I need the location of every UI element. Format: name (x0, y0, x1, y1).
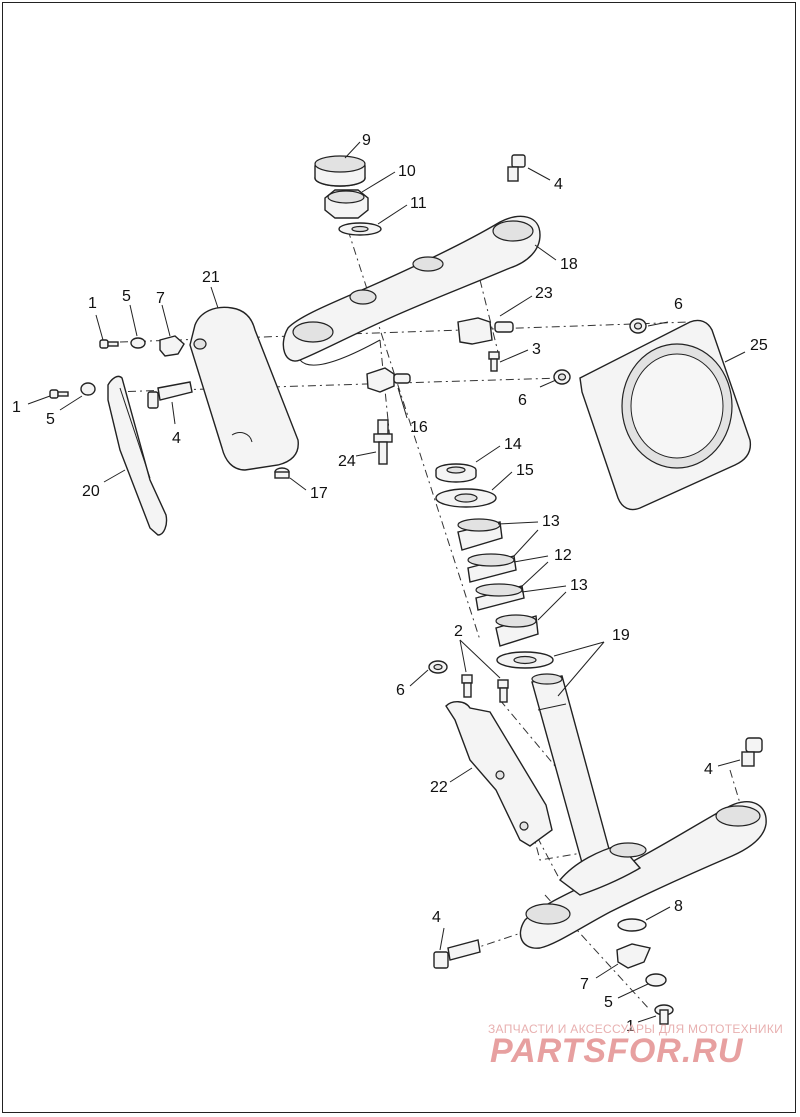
callout-7-upper: 7 (156, 290, 165, 307)
bracket-screw-a (461, 674, 473, 698)
callout-17: 17 (310, 485, 328, 502)
hose-clip (366, 367, 411, 393)
bearing-dust-shield (435, 463, 477, 483)
rubber-grommet (274, 467, 290, 479)
clamp-bolt-upper (507, 154, 526, 182)
lower-bracket (445, 701, 553, 847)
callout-10: 10 (398, 163, 416, 180)
cable-bracket (457, 317, 514, 345)
lower-race (475, 583, 525, 611)
leader-lines (27, 141, 746, 1023)
callout-19: 19 (612, 627, 630, 644)
callout-6-right: 6 (674, 296, 683, 313)
callout-13-lower: 13 (570, 577, 588, 594)
headlamp-nacelle (579, 319, 752, 511)
callout-1-left: 1 (12, 399, 21, 416)
screw-left-lower (49, 389, 69, 399)
washer-left-lower (80, 382, 96, 396)
upper-bearing (457, 518, 503, 551)
bracket-screw-b (497, 679, 509, 703)
spring-clip-left (159, 335, 185, 357)
lower-bearing (495, 614, 539, 647)
stem-washer-hole (351, 225, 369, 233)
callout-15: 15 (516, 462, 534, 479)
spring-clip-lower (616, 943, 651, 969)
watermark-logo: PARTSFOR.RU (490, 1032, 744, 1070)
small-screw (488, 351, 500, 372)
callout-16: 16 (410, 419, 428, 436)
callout-5-left: 5 (46, 411, 55, 428)
callout-4-top: 4 (554, 176, 563, 193)
callout-13-upper: 13 (542, 513, 560, 530)
washer-lower-small (645, 973, 667, 987)
callout-6-lower: 6 (518, 392, 527, 409)
callout-6-middle: 6 (396, 682, 405, 699)
callout-24: 24 (338, 453, 356, 470)
stem-nut (324, 189, 369, 219)
callout-7-lower: 7 (580, 976, 589, 993)
callout-11: 11 (410, 195, 427, 212)
washer-lower (617, 918, 647, 932)
callout-8: 8 (674, 898, 683, 915)
callout-12: 12 (554, 547, 572, 564)
screw-lower (654, 1004, 674, 1025)
lower-fork-bracket (519, 801, 767, 949)
callout-21: 21 (202, 269, 220, 286)
callout-4-lower: 4 (432, 909, 441, 926)
callout-4-left: 4 (172, 430, 181, 447)
callout-25: 25 (750, 337, 768, 354)
upper-fork-bracket (282, 215, 541, 366)
callout-22: 22 (430, 779, 448, 796)
callout-23: 23 (535, 285, 553, 302)
lower-seal (496, 651, 554, 669)
clamp-bolt-lower (433, 939, 481, 969)
watermark-tagline: ЗАПЧАСТИ И АКСЕССУАРЫ ДЛЯ МОТОТЕХНИКИ (488, 1022, 784, 1036)
grommet-right-upper (629, 318, 647, 334)
bearing-seal (435, 488, 497, 508)
fork-cover-left (189, 306, 299, 471)
washer-left-upper (130, 337, 146, 349)
callout-20: 20 (82, 483, 100, 500)
callout-1-lower: 1 (626, 1018, 635, 1035)
callout-18: 18 (560, 256, 578, 273)
callout-2: 2 (454, 623, 463, 640)
callout-1-upper: 1 (88, 295, 97, 312)
top-nut-cap (314, 155, 366, 187)
side-bracket (107, 375, 168, 536)
breather-fitting (373, 419, 393, 465)
callout-3: 3 (532, 341, 541, 358)
callout-labels: 9 10 11 4 18 23 3 6 6 25 21 1 5 7 1 5 4 … (12, 132, 768, 1035)
steering-stem (531, 673, 613, 871)
clamp-bolt-right (741, 737, 763, 767)
callout-4-right: 4 (704, 761, 713, 778)
callout-14: 14 (504, 436, 522, 453)
upper-race (467, 553, 517, 583)
clamp-bolt-left (147, 381, 193, 409)
grommet-right-lower (553, 369, 571, 385)
callout-5-lower: 5 (604, 994, 613, 1011)
callout-5-upper: 5 (122, 288, 131, 305)
grommet-middle (428, 660, 448, 674)
callout-9: 9 (362, 132, 371, 149)
screw-left-upper (99, 339, 119, 349)
